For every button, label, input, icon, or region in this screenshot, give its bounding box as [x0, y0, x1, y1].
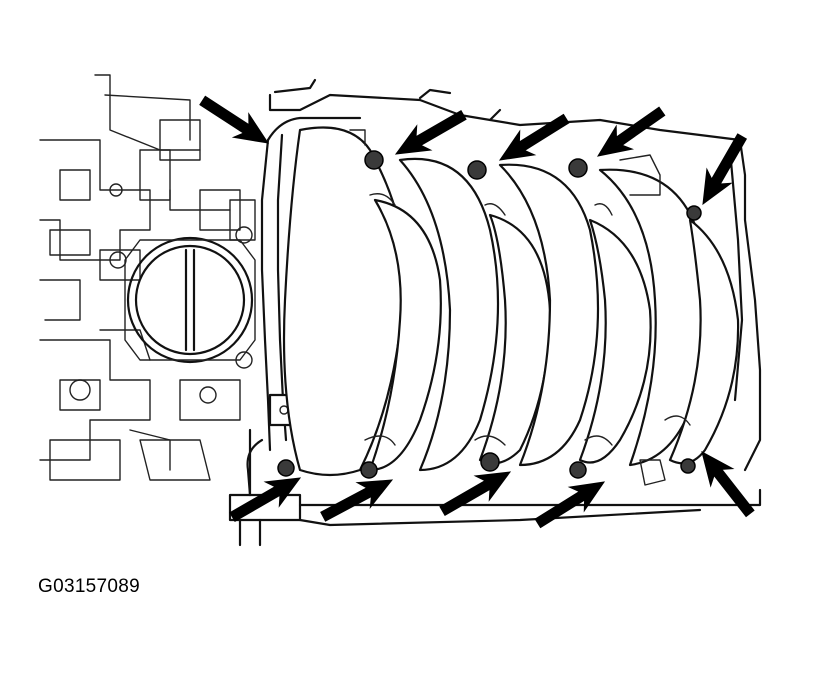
arrow-icon	[439, 471, 512, 517]
arrow-icon	[320, 479, 394, 522]
bolt-bottom-5	[680, 458, 696, 474]
bolt-top-2	[467, 160, 487, 180]
arrow-icon	[394, 109, 467, 155]
manifold-bolts	[277, 150, 702, 479]
intake-runners	[282, 126, 740, 486]
callout-arrows	[199, 95, 755, 529]
figure-id-label: G03157089	[38, 576, 141, 597]
arrow-icon	[534, 481, 606, 529]
bolt-top-3	[568, 158, 588, 178]
arrow-icon	[701, 451, 755, 518]
arrow-icon	[596, 106, 666, 157]
arrow-icon	[229, 477, 302, 523]
bolt-top-4	[686, 205, 702, 221]
bolt-bottom-4	[569, 461, 587, 479]
engine-block-detail	[39, 74, 256, 481]
bolt-bottom-1	[277, 459, 295, 477]
bolt-top-1	[364, 150, 384, 170]
arrow-icon	[199, 95, 270, 144]
bolt-bottom-3	[480, 452, 500, 472]
arrow-icon	[702, 133, 748, 206]
arrow-icon	[498, 113, 570, 161]
bolt-bottom-2	[360, 461, 378, 479]
